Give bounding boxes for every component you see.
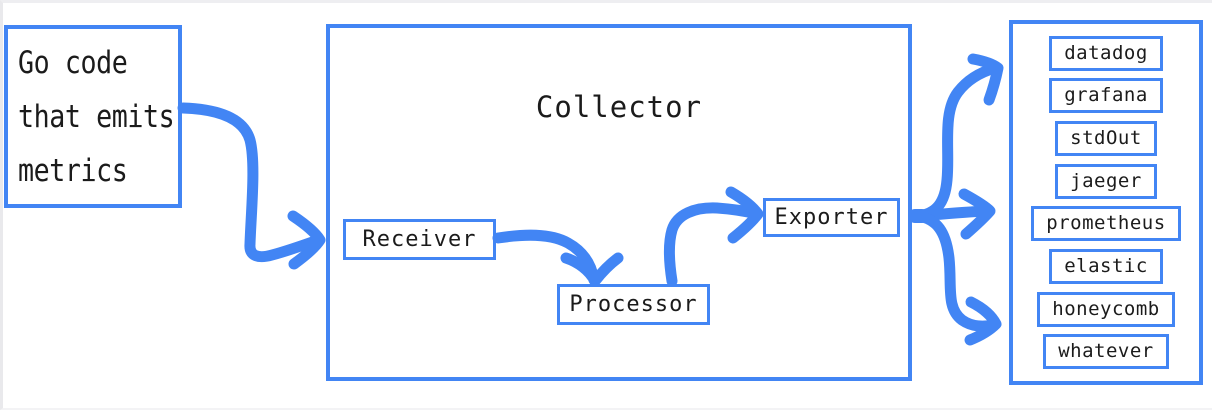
backend-list: datadog grafana stdOut jaeger prometheus elas…: [1013, 24, 1199, 381]
backend-item-prometheus[interactable]: prometheus: [1031, 206, 1181, 242]
go-code-line-1: Go code: [18, 44, 128, 81]
exporter-node[interactable]: Exporter: [763, 198, 900, 237]
go-code-line-3: metrics: [18, 152, 128, 189]
receiver-node[interactable]: Receiver: [343, 219, 496, 260]
go-code-source-box[interactable]: Go code that emits metrics: [4, 25, 182, 208]
backend-item-stdout[interactable]: stdOut: [1055, 120, 1157, 156]
backend-item-whatever[interactable]: whatever: [1043, 334, 1169, 370]
backend-item-jaeger[interactable]: jaeger: [1055, 163, 1157, 199]
collector-title: Collector: [535, 90, 703, 124]
arrow-exporter-to-backends-bottom: [912, 210, 1002, 346]
processor-label: Processor: [569, 292, 698, 317]
backend-item-honeycomb[interactable]: honeycomb: [1037, 291, 1175, 327]
arrow-exporter-to-backends-middle: [912, 188, 996, 240]
processor-node[interactable]: Processor: [557, 284, 710, 325]
arrow-source-to-receiver: [177, 102, 326, 270]
backends-panel[interactable]: datadog grafana stdOut jaeger prometheus elas…: [1009, 20, 1203, 385]
receiver-label: Receiver: [362, 227, 477, 252]
exporter-label: Exporter: [774, 205, 889, 230]
backend-item-datadog[interactable]: datadog: [1049, 35, 1163, 71]
backend-item-grafana[interactable]: grafana: [1049, 78, 1163, 114]
go-code-line-2: that emits: [18, 98, 175, 135]
arrow-exporter-to-backends-top: [912, 53, 1004, 222]
backend-item-elastic[interactable]: elastic: [1049, 248, 1163, 284]
